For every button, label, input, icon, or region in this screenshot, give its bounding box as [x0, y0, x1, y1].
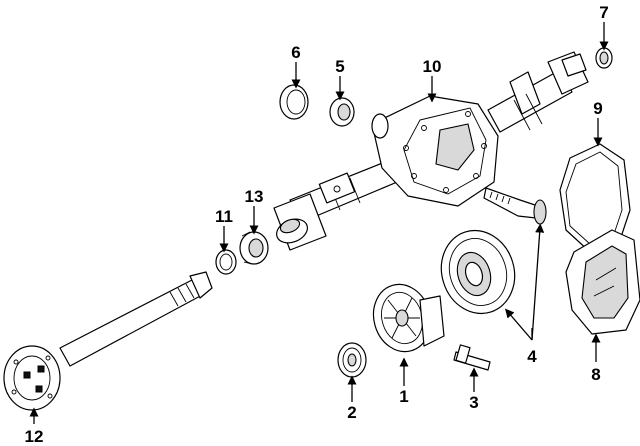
callout-11: 11	[215, 207, 233, 226]
callout-7: 7	[599, 3, 608, 22]
pinion-shaft	[453, 344, 491, 371]
axle-seal	[279, 84, 309, 120]
differential-case	[372, 283, 445, 353]
callout-1: 1	[399, 387, 408, 406]
leader-lines	[29, 22, 609, 424]
callout-6: 6	[291, 43, 300, 62]
callout-13: 13	[245, 187, 264, 206]
callout-labels: 1 2 3 4 5 6 7 8 9 10 11 12 13	[25, 3, 609, 446]
axle-shaft-seal	[215, 249, 237, 275]
pinion-seal	[595, 47, 613, 69]
case-bearing	[337, 342, 367, 378]
axle-shaft	[3, 271, 213, 411]
callout-12: 12	[25, 427, 44, 446]
differential-cover	[565, 229, 640, 335]
callout-5: 5	[335, 57, 344, 76]
callout-8: 8	[591, 365, 600, 384]
callout-10: 10	[423, 57, 442, 76]
ring-and-pinion-gear	[440, 187, 547, 315]
callout-9: 9	[593, 99, 602, 118]
callout-4: 4	[527, 347, 537, 366]
side-bearing	[329, 97, 355, 127]
callout-2: 2	[347, 403, 356, 422]
callout-3: 3	[469, 393, 478, 412]
axle-housing	[273, 51, 589, 251]
leader-line-4b	[531, 223, 545, 341]
leader-line-4a	[505, 308, 533, 341]
axle-bearing	[239, 231, 269, 265]
